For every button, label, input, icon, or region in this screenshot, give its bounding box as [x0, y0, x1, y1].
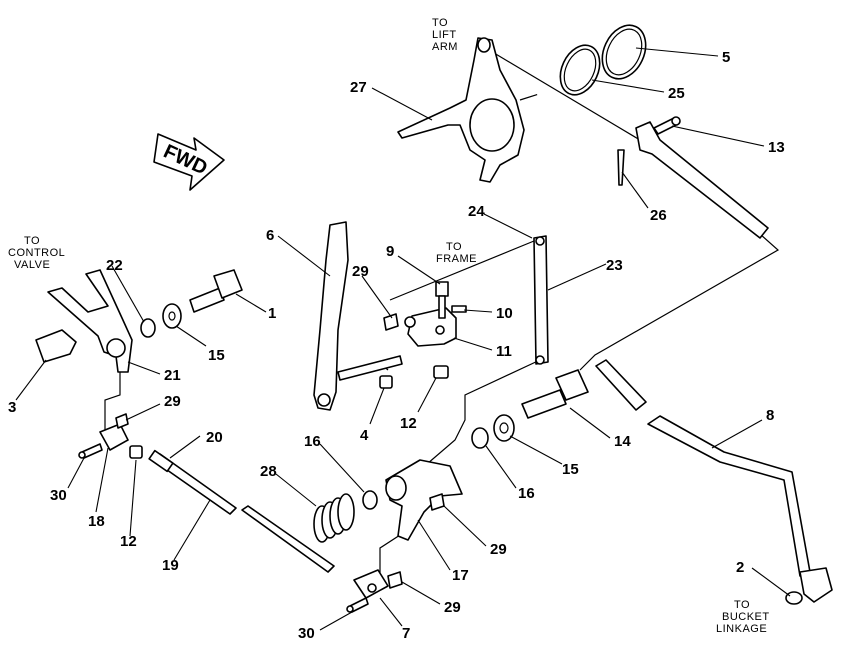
callout-28: 28 — [260, 463, 277, 480]
callout-29-lower: 29 — [444, 599, 461, 616]
svg-text:FRAME: FRAME — [436, 253, 477, 265]
part-30-bolt-left — [78, 443, 103, 459]
callout-20: 20 — [206, 429, 223, 446]
callout-25: 25 — [668, 85, 685, 102]
callout-1: 1 — [268, 305, 276, 322]
callout-30-left: 30 — [50, 487, 67, 504]
part-29-clip-lower — [387, 571, 403, 589]
part-12-nut-left — [129, 445, 143, 459]
callout-19: 19 — [162, 557, 179, 574]
callout-7: 7 — [402, 625, 410, 642]
callout-17: 17 — [452, 567, 469, 584]
part-18-clevis — [99, 423, 129, 451]
callout-13: 13 — [768, 139, 785, 156]
part-5-ring — [601, 24, 647, 80]
callout-4: 4 — [360, 427, 369, 444]
svg-text:ARM: ARM — [432, 41, 458, 53]
part-9-bolt — [435, 281, 449, 319]
callout-leaders — [15, 47, 791, 631]
part-25-ring — [559, 44, 601, 96]
part-3-clip — [35, 329, 77, 363]
note-to-control-valve: TO CONTROL VALVE — [8, 235, 65, 271]
callout-29-upper: 29 — [352, 263, 369, 280]
part-11-clevis — [404, 307, 457, 347]
callout-12-upper: 12 — [400, 415, 417, 432]
svg-text:TO: TO — [446, 241, 462, 253]
part-29-clip-left — [115, 413, 129, 429]
callout-12-left: 12 — [120, 533, 137, 550]
callout-16-right: 16 — [518, 485, 535, 502]
callout-5: 5 — [722, 49, 730, 66]
callout-23: 23 — [606, 257, 623, 274]
upper-rod — [635, 121, 769, 239]
part-22-washer — [140, 318, 156, 338]
note-to-frame: TO FRAME — [436, 241, 477, 265]
callout-22: 22 — [106, 257, 123, 274]
part-16-bushing-right — [471, 427, 489, 449]
svg-text:TO: TO — [432, 17, 448, 29]
callout-15-right: 15 — [562, 461, 579, 478]
part-12-nut-upper — [433, 365, 449, 379]
callout-26: 26 — [650, 207, 667, 224]
callout-15-left: 15 — [208, 347, 225, 364]
part-6-lever — [313, 221, 403, 411]
callout-3: 3 — [8, 399, 16, 416]
callout-29-left: 29 — [164, 393, 181, 410]
part-13-pin — [653, 116, 681, 135]
part-15-washer-right — [493, 414, 515, 442]
part-15-washer-left — [162, 303, 182, 329]
part-29-clip-upper — [383, 313, 399, 331]
callout-2: 2 — [736, 559, 744, 576]
callout-14: 14 — [614, 433, 631, 450]
part-7-clevis — [353, 569, 389, 599]
callout-16-left: 16 — [304, 433, 321, 450]
part-14-bolt — [521, 369, 589, 419]
part-19-rod — [241, 505, 335, 573]
part-1-bolt — [189, 269, 243, 313]
callout-11: 11 — [496, 343, 512, 360]
part-30-bolt-lower — [346, 597, 369, 613]
callout-29-bellcrank: 29 — [490, 541, 507, 558]
part-21-lever — [47, 269, 133, 373]
svg-text:BUCKET: BUCKET — [722, 611, 770, 623]
part-20-rod — [148, 449, 237, 515]
svg-text:TO: TO — [734, 599, 750, 611]
part-17-bellcrank — [385, 459, 463, 541]
callout-9: 9 — [386, 243, 394, 260]
part-16-bushing-left — [362, 490, 378, 510]
callout-24: 24 — [468, 203, 485, 220]
svg-text:VALVE: VALVE — [14, 259, 50, 271]
callout-10: 10 — [496, 305, 513, 322]
svg-text:CONTROL: CONTROL — [8, 247, 65, 259]
svg-text:TO: TO — [24, 235, 40, 247]
part-27-bracket — [397, 37, 525, 183]
callout-30-lower: 30 — [298, 625, 315, 642]
part-26-cotter-pin — [617, 149, 625, 186]
note-to-bucket-linkage: TO BUCKET LINKAGE — [716, 599, 770, 635]
callout-21: 21 — [164, 367, 181, 384]
callout-27: 27 — [350, 79, 367, 96]
part-10-pin — [451, 305, 467, 313]
svg-text:LINKAGE: LINKAGE — [716, 623, 767, 635]
callout-18: 18 — [88, 513, 105, 530]
callout-8: 8 — [766, 407, 774, 424]
callout-6: 6 — [266, 227, 274, 244]
callout-numbers: 5 25 27 13 26 6 24 23 9 29 10 11 12 4 1 … — [8, 49, 785, 642]
svg-text:LIFT: LIFT — [432, 29, 457, 41]
part-28-spring — [313, 493, 355, 543]
part-4-nut — [379, 375, 393, 389]
note-to-lift-arm: TO LIFT ARM — [432, 17, 458, 53]
part-23-link — [533, 235, 549, 365]
forward-arrow: FWD — [153, 133, 225, 191]
part-8-rod — [595, 359, 833, 605]
